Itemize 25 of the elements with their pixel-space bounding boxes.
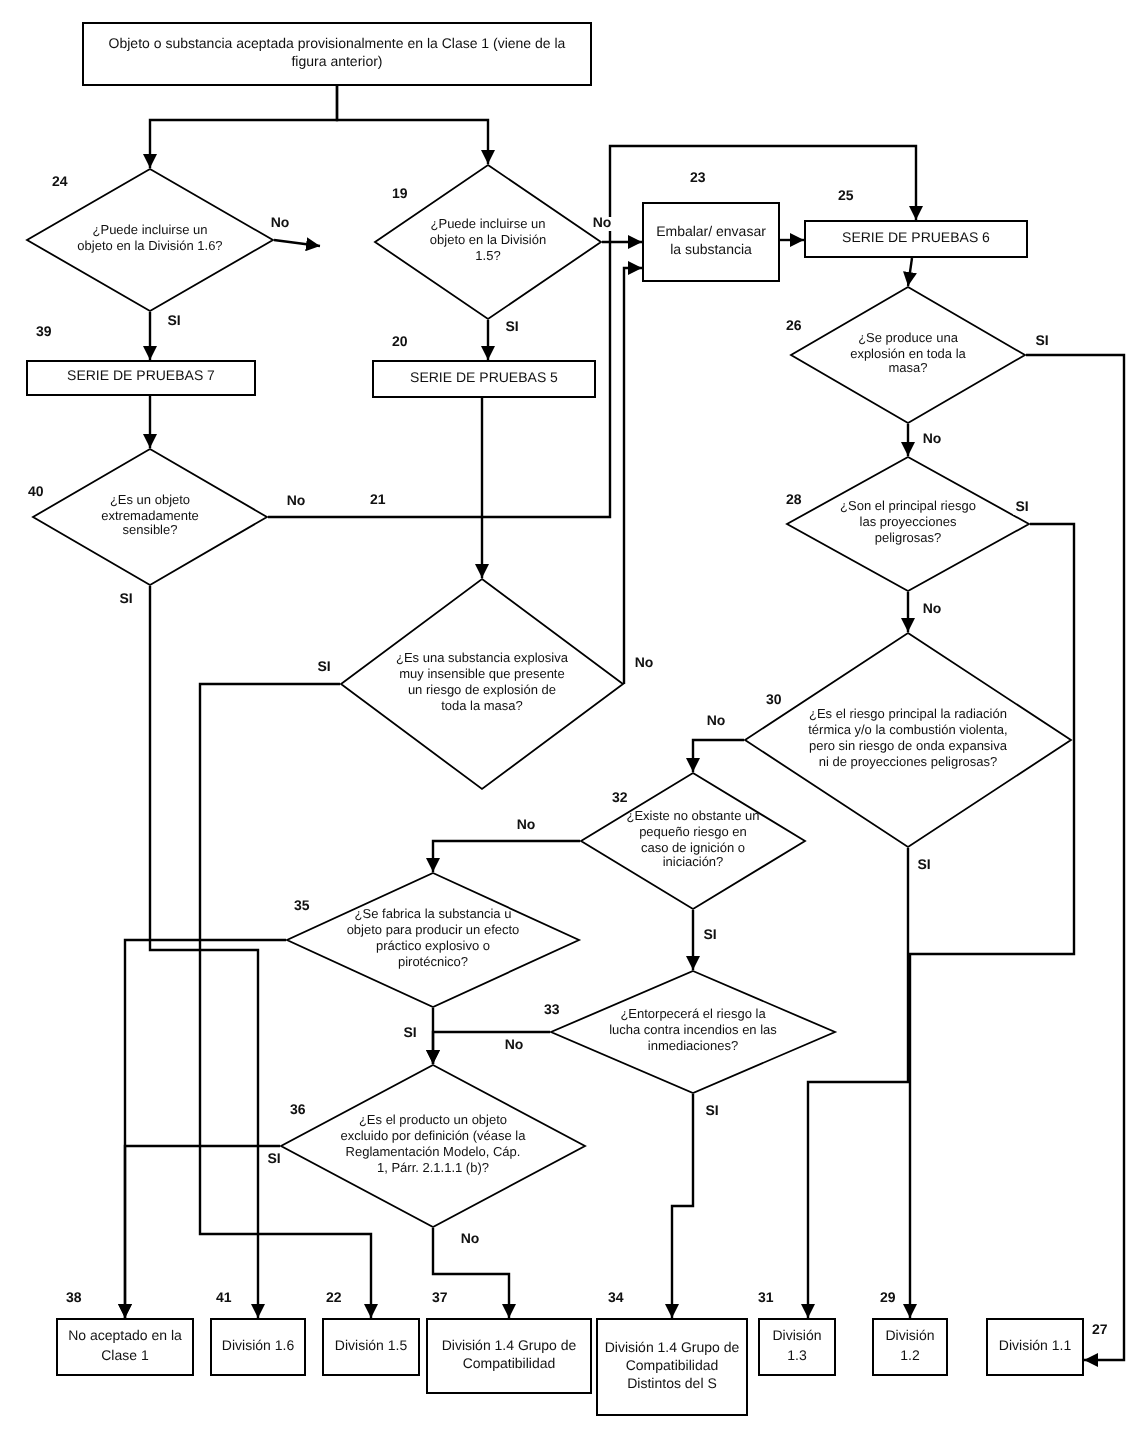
arrow [148,586,265,1318]
arrow [901,592,915,632]
arrow [426,839,580,872]
arrow [903,522,1076,1318]
arrow [602,235,642,249]
arrow [780,233,804,247]
arrow [1026,353,1126,1367]
arrow [481,320,495,360]
arrow [901,424,915,456]
arrow [273,237,321,252]
arrow [665,1094,695,1318]
arrow [143,312,157,360]
arrow [118,1144,280,1318]
arrow [335,86,495,164]
arrow [686,910,700,970]
arrow [475,398,489,578]
arrow [431,1228,516,1318]
arrow [143,396,157,448]
arrow [426,1030,550,1064]
arrow [198,682,378,1318]
arrow [801,848,910,1318]
arrow [903,257,917,287]
arrow [268,144,923,519]
arrow [686,738,744,772]
arrow [622,261,642,684]
